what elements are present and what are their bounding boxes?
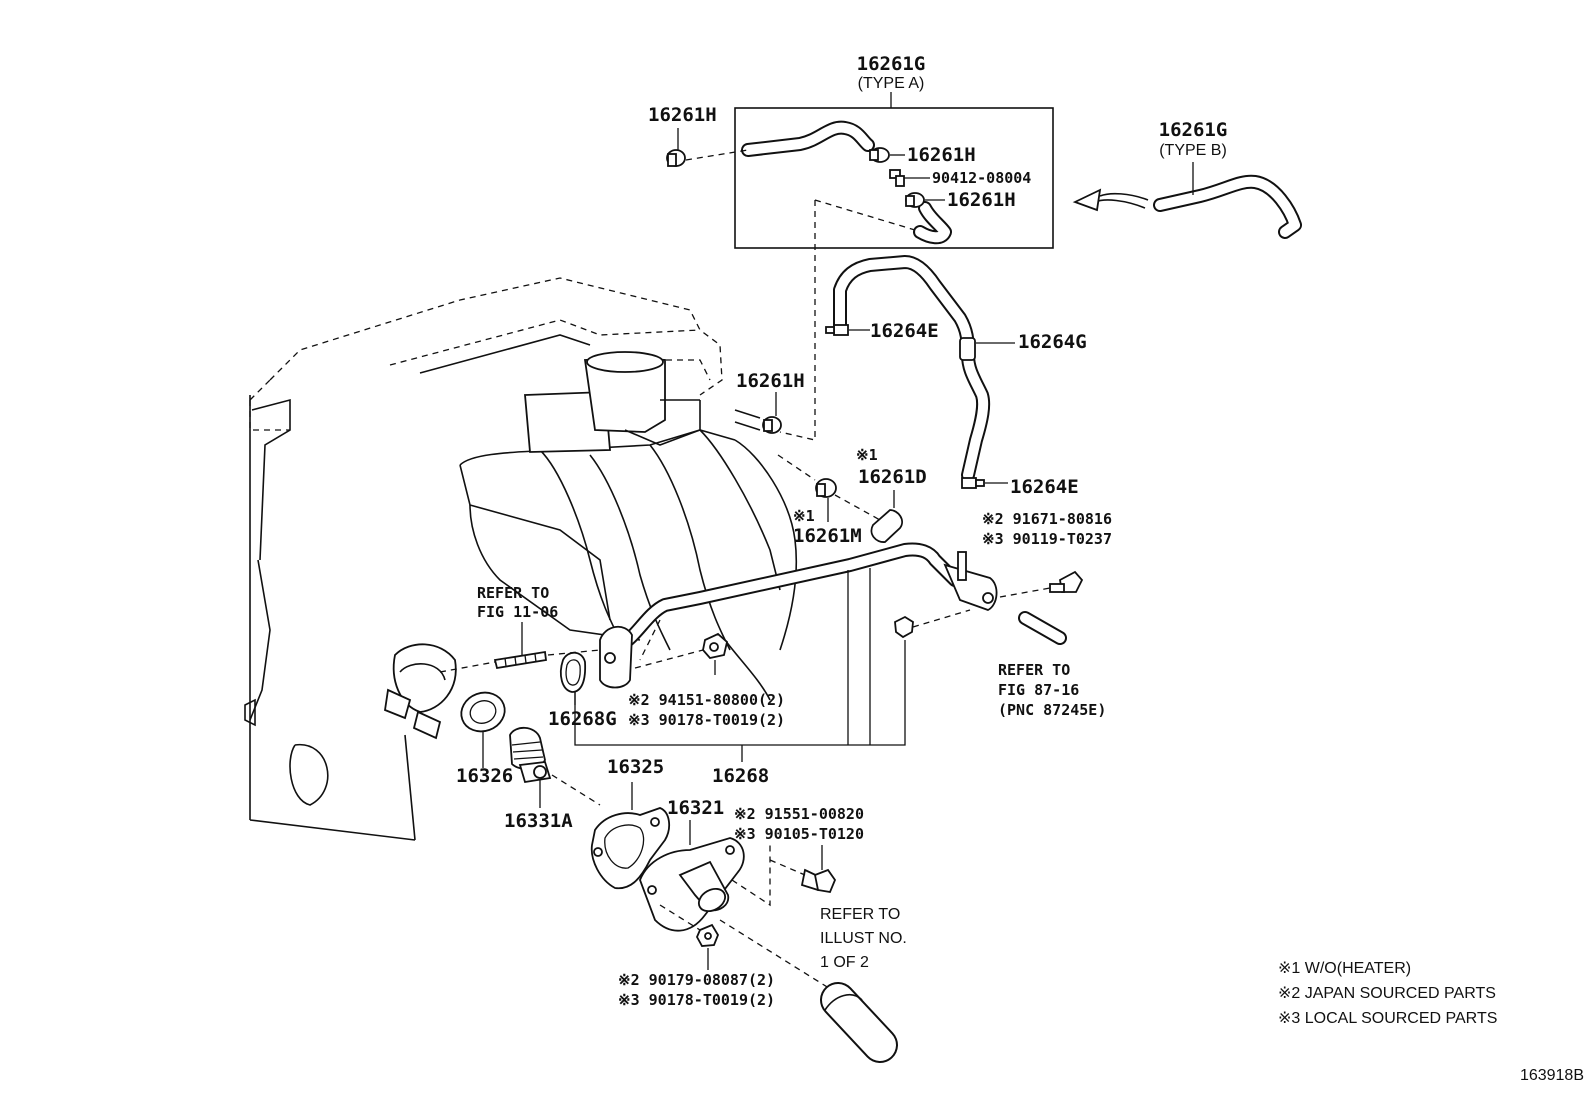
legend-item-3: ※3 LOCAL SOURCED PARTS [1278,1010,1497,1027]
label-16261d: 16261D [858,466,927,488]
label-91671-80816: ※2 91671-80816 [982,510,1112,528]
hose-16264g[interactable] [833,255,991,482]
bolt-90412-08004[interactable] [889,169,905,187]
gasket-16325[interactable] [590,807,671,890]
label-16261h-box-1: 16261H [907,144,976,166]
part-16261d[interactable] [870,509,903,543]
label-16264e-top: 16264E [870,320,939,342]
bolt-91551[interactable] [800,868,837,894]
label-refer-to-fig-87-16-line2: FIG 87-16 [998,681,1079,699]
label-94151-80800: ※2 94151-80800(2) [628,691,785,709]
label-mark1-16261d: ※1 [856,446,878,464]
nut-90179[interactable] [695,923,720,947]
gasket-16326[interactable] [456,687,510,738]
clamp-16261h-top[interactable] [666,149,686,167]
label-16261h-top: 16261H [648,104,717,126]
diagram-id: 163918B [1520,1067,1584,1084]
label-91551-00820: ※2 91551-00820 [734,805,864,823]
label-16261g-type-a: 16261G [857,53,926,75]
label-type-b: (TYPE B) [1159,142,1227,159]
legend-item-1: ※1 W/O(HEATER) [1278,960,1411,977]
engine-block-outline [244,277,798,841]
label-16321: 16321 [667,797,724,819]
clamp-16264e-bottom[interactable] [961,477,985,489]
clamp-16261h-inside-1[interactable] [869,147,890,163]
stud-bolt[interactable] [493,650,548,670]
label-16261m: 16261M [793,525,862,547]
hose-refer-87-16 [1018,611,1067,645]
pipe-flange-left [599,626,633,689]
label-90105-t0120: ※3 90105-T0120 [734,825,864,843]
label-90179-08087: ※2 90179-08087(2) [618,971,775,989]
label-90412-08004: 90412-08004 [932,169,1031,187]
clamp-16264e-top[interactable] [825,324,849,336]
label-refer-illust-line3: 1 OF 2 [820,954,869,971]
label-type-a: (TYPE A) [858,75,925,92]
clamp-16261h-inside-2[interactable] [905,192,925,208]
hose-refer-illust [820,982,898,1063]
label-16268: 16268 [712,765,769,787]
label-mark1-16261m: ※1 [793,507,815,525]
nut-94151[interactable] [702,632,728,659]
pipe-flange-right [943,551,998,611]
label-refer-to-fig-87-16-line1: REFER TO [998,661,1070,679]
hose-16261g-type-a-end [913,201,952,245]
legend: ※1 W/O(HEATER) ※2 JAPAN SOURCED PARTS ※3… [1278,960,1497,1027]
bolt-91671[interactable] [1049,570,1084,593]
label-16264e-bottom: 16264E [1010,476,1079,498]
clamp-16261h-mid[interactable] [762,416,782,434]
label-16261h-mid: 16261H [736,370,805,392]
thermostat-16331a[interactable] [509,726,552,784]
label-90119-t0237: ※3 90119-T0237 [982,530,1112,548]
hose-16261g-type-a[interactable] [741,120,875,157]
hose-16261g-type-b[interactable] [1153,174,1302,239]
label-16326: 16326 [456,765,513,787]
label-refer-illust-line2: ILLUST NO. [820,930,907,947]
nut-pipe-right[interactable] [894,615,914,639]
label-refer-to-fig-87-16-line3: (PNC 87245E) [998,701,1106,719]
label-refer-to-fig-11-06-line1: REFER TO [477,584,549,602]
label-16261h-box-2: 16261H [947,189,1016,211]
label-16325: 16325 [607,756,664,778]
pipe-16268[interactable] [621,542,962,647]
water-inlet-16321[interactable] [639,837,745,932]
label-refer-to-fig-11-06-line2: FIG 11-06 [477,603,558,621]
label-16264g: 16264G [1018,331,1087,353]
legend-item-2: ※2 JAPAN SOURCED PARTS [1278,985,1496,1002]
type-a-box [734,107,1054,249]
clamp-16261m[interactable] [815,478,837,498]
arrow-type-b-to-a [1072,188,1149,212]
gasket-16268g[interactable] [559,651,587,693]
label-90178-t0019-b: ※3 90178-T0019(2) [618,991,775,1009]
label-refer-illust-line1: REFER TO [820,906,900,923]
label-90178-t0019-a: ※3 90178-T0019(2) [628,711,785,729]
label-16261g-type-b: 16261G [1159,119,1228,141]
label-16268g: 16268G [548,708,617,730]
label-16331a: 16331A [504,810,573,832]
